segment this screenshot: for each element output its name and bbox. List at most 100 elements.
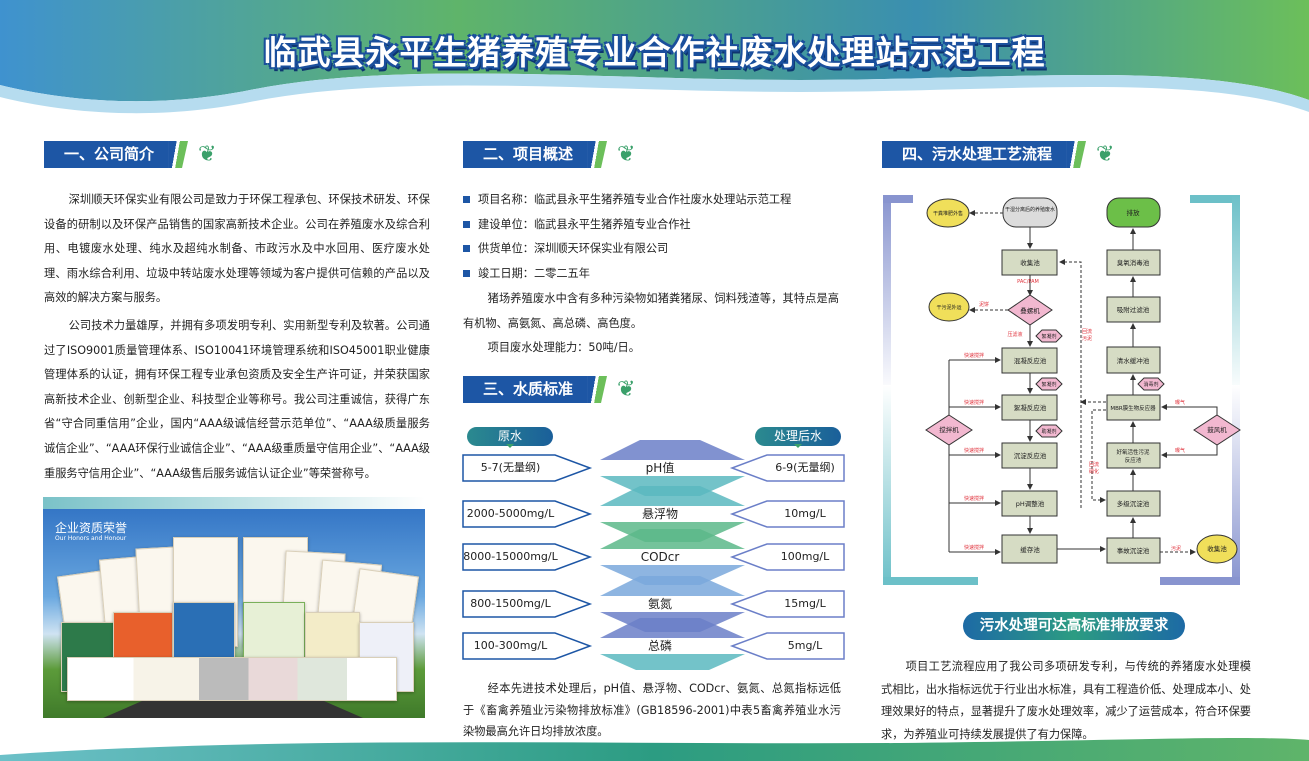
- water-standard-note: 经本先进技术处理后，pH值、悬浮物、CODcr、氨氮、总氮指标远低于《畜禽养殖业…: [463, 678, 841, 743]
- process-description: 项目工艺流程应用了我公司多项研发专利，与传统的养猪废水处理模式相比，出水指标远优…: [881, 656, 1251, 746]
- company-intro: 深圳顺天环保实业有限公司是致力于环保工程承包、环保技术研发、环保设备的研制以及环…: [44, 188, 430, 486]
- section-header-water-standard: 三、水质标准 ❦: [463, 376, 635, 403]
- ribbon: [600, 529, 745, 549]
- raw-value-box: [462, 632, 593, 660]
- raw-water-label: 原水: [467, 427, 553, 448]
- raw-value: 5-7(无量纲): [480, 461, 541, 474]
- flow-blower: 鼓风机: [1207, 425, 1227, 434]
- intro-paragraph: 深圳顺天环保实业有限公司是致力于环保工程承包、环保技术研发、环保设备的研制以及环…: [44, 193, 430, 305]
- process-paragraph: 项目工艺流程应用了我公司多项研发专利，与传统的养猪废水处理模式相比，出水指标远优…: [881, 660, 1251, 741]
- treated-value: 100mg/L: [780, 550, 830, 563]
- flow-start: 干湿分离后的养殖废水: [1005, 206, 1055, 213]
- flow-label: 泥饼: [979, 301, 989, 308]
- flow-label: 污泥: [1082, 335, 1092, 342]
- raw-value: 800-1500mg/L: [470, 597, 551, 610]
- flow-label: 污泥: [1171, 545, 1181, 552]
- parameter-name: 氨氮: [647, 597, 672, 611]
- leaf-icon: ❦: [198, 142, 217, 167]
- honors-photo: 企业资质荣誉 Our Honors and Honour: [43, 497, 425, 718]
- parameter-name: 总磷: [647, 639, 672, 653]
- photo-title: 企业资质荣誉: [55, 521, 128, 535]
- flow-node: 沉淀反应池: [1014, 451, 1047, 460]
- section-title: 三、水质标准: [463, 376, 588, 403]
- list-item: 建设单位：临武县永平生猪养殖专业合作社: [463, 213, 843, 238]
- flow-node: 絮凝反应池: [1014, 403, 1047, 412]
- treated-water-label: 处理后水: [755, 427, 841, 448]
- flow-manure: 干粪堆肥外售: [933, 210, 963, 217]
- flow-chemical: 消毒剂: [1143, 381, 1158, 388]
- flow-label: 压滤液: [1007, 331, 1022, 338]
- flow-node: MBR膜生物反应器: [1110, 404, 1156, 412]
- ribbon: [600, 486, 745, 506]
- flow-node: 反应池: [1125, 456, 1142, 464]
- treated-value: 10mg/L: [784, 507, 826, 520]
- list-item: 供货单位：深圳顺天环保实业有限公司: [463, 237, 843, 262]
- section-header-company: 一、公司简介 ❦: [44, 141, 216, 168]
- flow-node: 混凝反应池: [1014, 356, 1047, 365]
- raw-value-box: [462, 543, 593, 571]
- list-item: 竣工日期：二零二五年: [463, 262, 843, 287]
- section-header-process: 四、污水处理工艺流程❦: [882, 141, 1114, 168]
- parameter-name: pH值: [645, 461, 675, 475]
- flow-node: 缓存池: [1020, 545, 1040, 554]
- raw-value: 8000-15000mg/L: [463, 550, 558, 563]
- page-title: 临武县永平生猪养殖专业合作社废水处理站示范工程: [263, 33, 1046, 72]
- flow-node: 收集池: [1020, 258, 1040, 267]
- flow-label: 回流: [1089, 461, 1099, 468]
- flow-label: PAC/PAM: [1017, 279, 1039, 285]
- treated-value: 6-9(无量纲): [775, 461, 835, 474]
- flow-node: 吸附过滤池: [1117, 305, 1150, 314]
- flow-node: 臭氧消毒池: [1117, 258, 1150, 267]
- flow-node: 多级沉淀池: [1117, 499, 1150, 508]
- flow-chemical: 絮凝剂: [1041, 333, 1056, 340]
- process-flowchart: 干湿分离后的养殖废水 干粪堆肥外售 收集池 叠螺机 干污泥外运 絮凝剂 混凝反应…: [925, 197, 1241, 564]
- flow-node: 叠螺机: [1020, 306, 1040, 315]
- flow-node: pH调整池: [1016, 499, 1045, 508]
- raw-value: 2000-5000mg/L: [466, 507, 555, 520]
- ribbon: [600, 654, 745, 670]
- raw-value-box: [462, 454, 593, 482]
- flow-nodes: [925, 197, 1241, 564]
- ribbon: [600, 440, 745, 460]
- list-item: 项目名称：临武县永平生猪养殖专业合作社废水处理站示范工程: [463, 188, 843, 213]
- treated-value-box: [729, 590, 845, 618]
- process-flow-frame: [883, 195, 1240, 585]
- flow-label: 快速搅拌: [964, 447, 984, 454]
- flow-collect2: 收集池: [1207, 544, 1227, 553]
- parameter-name: CODcr: [640, 550, 680, 564]
- flow-chemical: 助凝剂: [1041, 428, 1056, 435]
- flow-label: 曝气: [1175, 447, 1185, 454]
- project-capacity: 项目废水处理能力：50吨/日。: [487, 341, 640, 355]
- section-title: 二、项目概述: [463, 141, 588, 168]
- treated-value: 15mg/L: [784, 597, 826, 610]
- leaf-icon: ❦: [617, 142, 636, 167]
- flow-label: 曝气: [1175, 399, 1185, 406]
- flow-label: 快速搅拌: [964, 495, 984, 502]
- water-standard-graphic: [462, 440, 845, 670]
- project-description: 猪场养殖废水中含有多种污染物如猪粪猪尿、饲料残渣等，其特点是高有机物、高氨氮、高…: [463, 287, 839, 361]
- treated-value-box: [729, 543, 845, 571]
- flow-discharge: 排放: [1127, 208, 1141, 217]
- raw-value-box: [462, 590, 593, 618]
- flow-label: 快速搅拌: [964, 399, 984, 406]
- flow-label: 硝化: [1089, 468, 1099, 475]
- flow-node: 事故沉淀池: [1117, 546, 1150, 555]
- project-list: 项目名称：临武县永平生猪养殖专业合作社废水处理站示范工程 建设单位：临武县永平生…: [463, 188, 843, 286]
- parameter-name: 悬浮物: [641, 507, 678, 521]
- section-title: 一、公司简介: [44, 141, 169, 168]
- flow-sludge-out: 干污泥外运: [936, 304, 961, 311]
- treated-value: 5mg/L: [787, 639, 823, 652]
- treated-value-box: [729, 500, 845, 528]
- project-paragraph: 猪场养殖废水中含有多种污染物如猪粪猪尿、饲料残渣等，其特点是高有机物、高氨氮、高…: [463, 292, 839, 330]
- footer-wave: [0, 738, 1309, 761]
- flow-label: 快速搅拌: [964, 544, 984, 551]
- leaf-icon: ❦: [1096, 142, 1115, 167]
- ribbon: [600, 576, 745, 596]
- leaf-icon: ❦: [617, 377, 636, 402]
- header-banner: [0, 0, 1309, 114]
- flow-mixer: 搅拌机: [939, 425, 959, 434]
- photo-subtitle: Our Honors and Honour: [55, 535, 127, 542]
- raw-value-box: [462, 500, 593, 528]
- raw-value: 100-300mg/L: [473, 639, 548, 652]
- flow-node: 清水缓冲池: [1117, 356, 1150, 365]
